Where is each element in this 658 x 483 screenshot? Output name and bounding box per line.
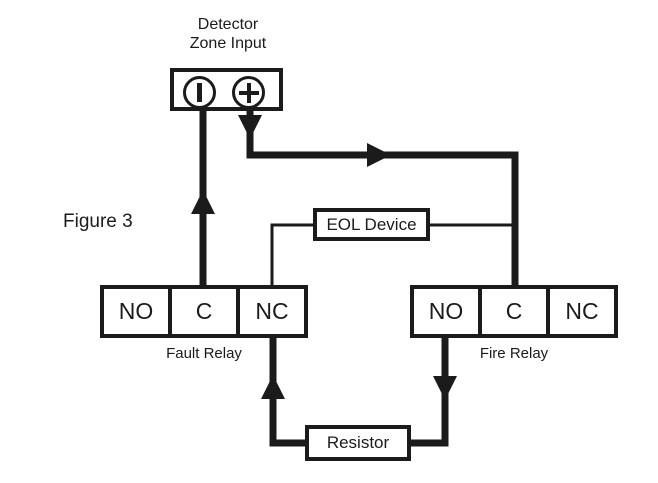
fire-relay-block[interactable]: NO C NC [410,285,618,338]
fire-relay-caption: Fire Relay [479,345,549,362]
resistor-box[interactable]: Resistor [305,425,411,461]
wire-resistor-to-fault-nc [269,338,305,447]
fault-relay-block[interactable]: NO C NC [100,285,308,338]
detector-title-line-2: Zone Input [189,34,267,52]
eol-device-box[interactable]: EOL Device [313,208,430,241]
detector-zone-input-title: Detector Zone Input [176,16,280,54]
wire-positive-to-fire-c [246,111,519,285]
fire-relay-cell-c[interactable]: C [482,289,550,334]
terminal-bar-glyph [197,83,202,102]
detector-title-line-1: Detector [197,16,259,33]
figure-label: Figure 3 [63,211,133,232]
fault-relay-cell-nc[interactable]: NC [255,298,289,324]
fault-relay-cell-no[interactable]: NO [104,289,172,334]
detector-terminal-block[interactable] [170,68,283,111]
terminal-plus-vertical-glyph [246,82,251,103]
arrow-up-fault-nc [261,375,285,399]
fire-relay-cell-no[interactable]: NO [414,289,482,334]
arrow-right-trunk [367,143,391,167]
arrow-up-fault-c [191,190,215,214]
fault-relay-caption: Fault Relay [166,345,242,362]
line-terminal-icon[interactable] [183,76,216,109]
fire-relay-cell-nc[interactable]: NC [565,298,599,324]
fault-relay-cell-c[interactable]: C [172,289,240,334]
wire-eol-left-to-fault-nc [270,223,313,285]
arrow-down-fire-no [433,376,457,400]
wire-fire-no-to-resistor [411,338,449,447]
plus-terminal-icon[interactable] [232,76,265,109]
arrow-down-positive [238,115,262,139]
